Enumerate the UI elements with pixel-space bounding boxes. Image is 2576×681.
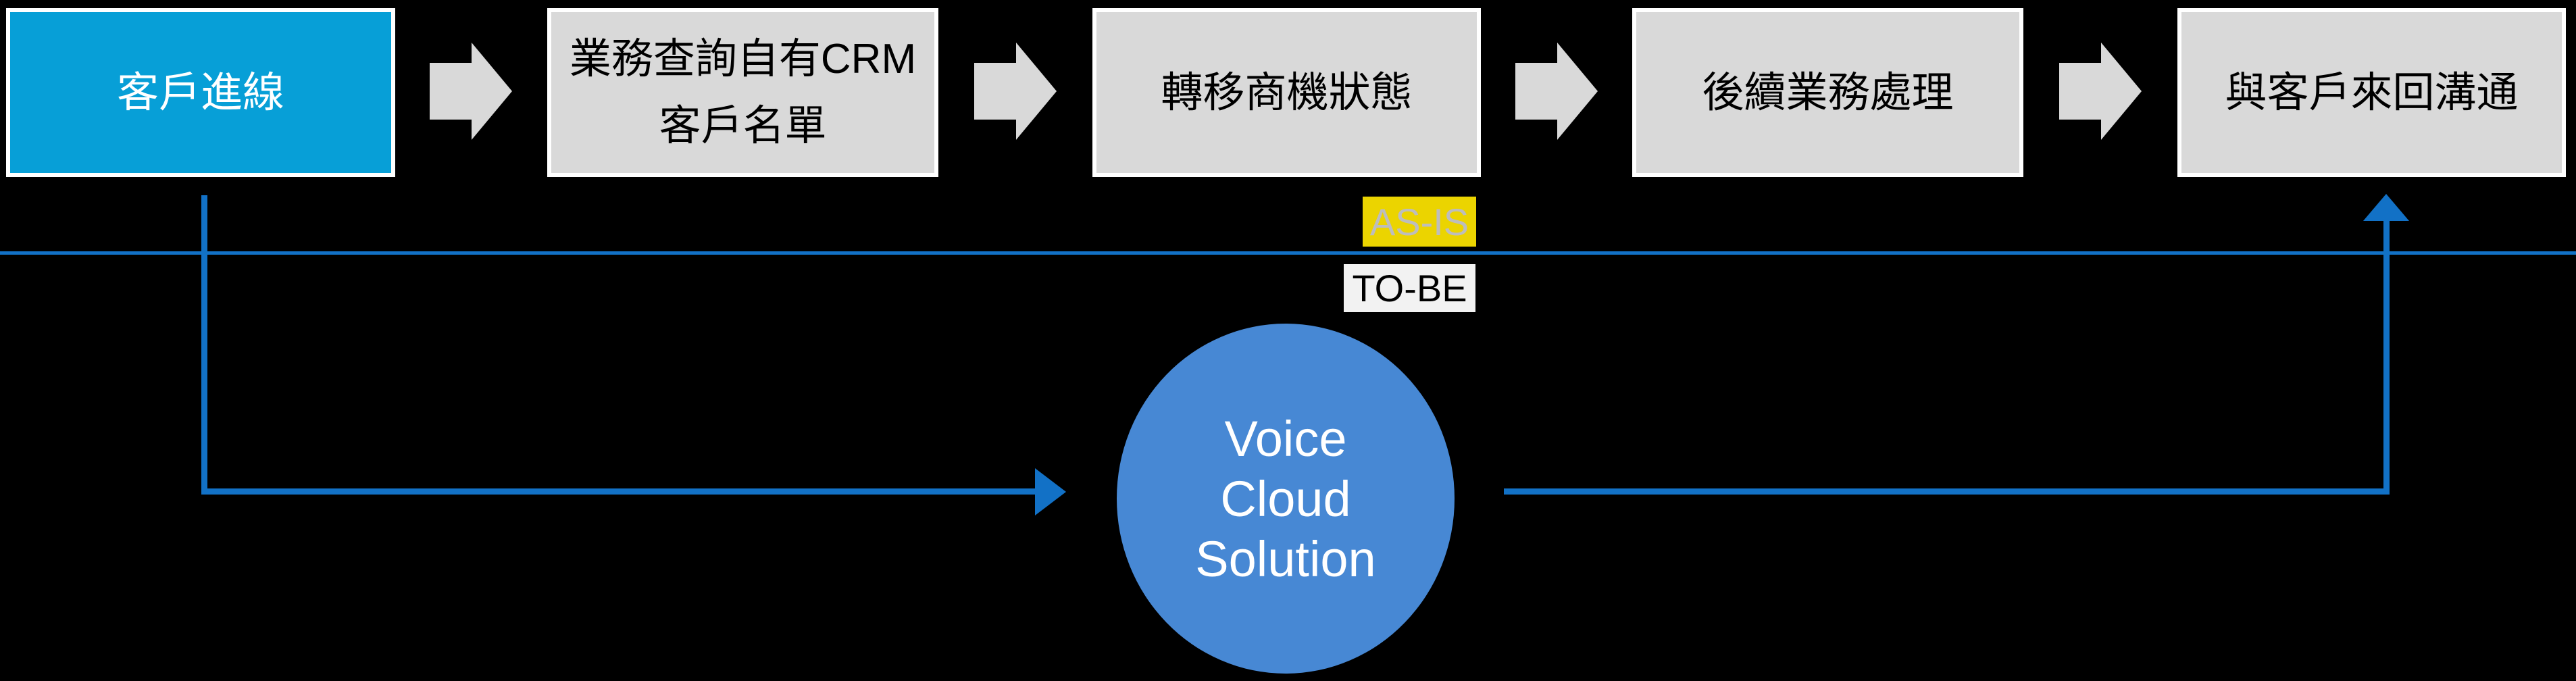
as-is-label: AS-IS	[1363, 197, 1476, 247]
arrowhead-right-icon	[1035, 468, 1066, 515]
step-label: 與客戶來回溝通	[2225, 69, 2519, 116]
flow-arrow-icon	[1515, 43, 1598, 140]
as-is-to-be-divider-line	[0, 251, 2576, 255]
step-label-line2: 客戶名單	[659, 103, 827, 149]
to-be-text: TO-BE	[1352, 267, 1467, 309]
as-is-text: AS-IS	[1369, 200, 1469, 243]
flow-arrow-head	[1557, 43, 1598, 140]
circle-label-line1: Voice	[1224, 410, 1347, 467]
step-box-followup-business: 後續業務處理	[1632, 8, 2023, 177]
step-box-transfer-opportunity: 轉移商機狀態	[1092, 8, 1481, 177]
step-label-line1: 業務查詢自有CRM	[569, 36, 917, 82]
flow-arrow-head	[472, 43, 512, 140]
step-box-customer-inbound: 客戶進線	[6, 8, 395, 177]
step-label: 轉移商機狀態	[1161, 69, 1413, 116]
circle-label-line2: Cloud	[1220, 470, 1351, 527]
flow-arrow-head	[1016, 43, 1057, 140]
step-box-crm-lookup: 業務查詢自有CRM 客戶名單	[547, 8, 938, 177]
step-label: 客戶進線	[116, 69, 284, 116]
connector-up-to-step5	[2383, 221, 2390, 495]
flow-arrow-shaft	[1515, 63, 1557, 120]
step-label: 後續業務處理	[1702, 69, 1954, 116]
flow-arrow-icon	[2059, 43, 2142, 140]
connector-down-from-step1	[201, 195, 207, 495]
flow-arrow-icon	[974, 43, 1057, 140]
voice-cloud-solution-circle: Voice Cloud Solution	[1117, 324, 1455, 674]
flow-arrow-shaft	[2059, 63, 2101, 120]
flow-arrow-shaft	[974, 63, 1016, 120]
to-be-label: TO-BE	[1344, 264, 1475, 312]
connector-from-circle	[1504, 488, 2390, 495]
flow-arrow-shaft	[430, 63, 472, 120]
connector-to-circle	[201, 488, 1035, 495]
step-box-customer-communication: 與客戶來回溝通	[2177, 8, 2566, 177]
flow-arrow-icon	[430, 43, 512, 140]
circle-label-line3: Solution	[1195, 530, 1376, 587]
flow-arrow-head	[2101, 43, 2142, 140]
arrowhead-up-icon	[2363, 194, 2409, 221]
